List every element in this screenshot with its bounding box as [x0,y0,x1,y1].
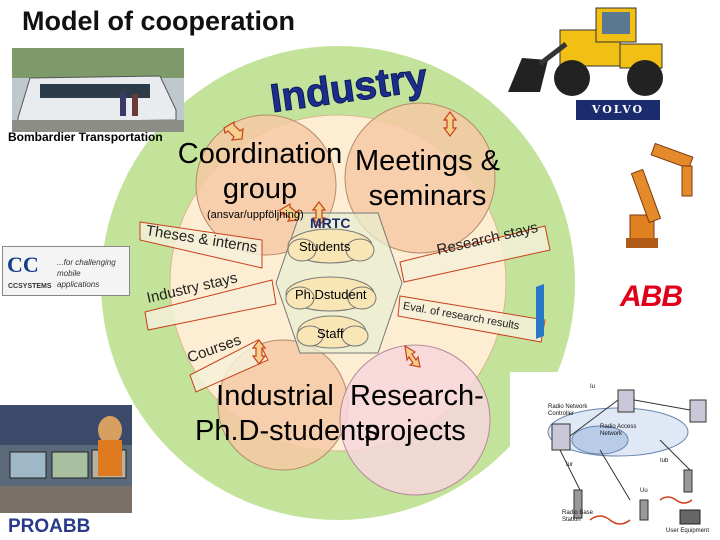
uu-label: Uu [640,488,648,494]
ran-label: Radio Access Network [600,424,637,437]
eval-arrow [397,295,546,343]
rnc-label: Radio Network Controller [548,404,588,417]
research-line1: Research- [350,380,484,412]
phd-student-label: Ph.Dstudent [295,287,367,302]
iur-label: Iur [566,462,574,468]
mrtc-label: MRTC [310,215,350,231]
rbs-label: Radio Base Station [562,510,594,523]
cc-systems-label: CCSYSTEMS [8,283,52,290]
ericsson-logo [536,284,544,339]
meetings-line2: seminars [368,180,487,212]
coordination-group-text: Coordination group [170,140,350,204]
iu-label: Iu [590,384,596,390]
phd-cloud [285,276,377,312]
abb-logo: ABB [620,280,683,313]
students-label: Students [299,239,351,254]
industry-stays-arrow [144,279,277,331]
research-projects-text: Research- projects [350,380,484,447]
cc-systems-logo-box [2,246,130,296]
courses-arrow [189,339,269,393]
double-arrows [223,111,458,368]
staff-cloud [296,315,369,349]
research-projects-bubble [339,344,491,496]
meetings-seminars-text: Meetings & seminars [350,147,505,211]
tram-photo [12,48,184,132]
wheel-loader-photo [500,2,666,98]
iub-label: Iub [660,458,669,464]
cc-logo-mark: CC [7,252,39,277]
control-room-photo [0,405,132,513]
industrial-phd-text: Industrial Ph.D-students [195,380,379,447]
students-cloud [287,228,375,264]
theses-arrow [139,221,263,269]
research-line2: projects [364,415,466,447]
coordination-line1: Coordination [177,138,343,170]
meetings-bubble [344,102,496,254]
staff-label: Staff [317,326,344,341]
industrial-line2: Ph.D-students [195,415,379,447]
coordination-sub-text: (ansvar/uppföljning) [207,209,304,221]
industrial-line1: Industrial [216,380,334,412]
meetings-line1: Meetings & [354,145,501,177]
robot-arm-photo [626,142,694,248]
bombardier-label: Bombardier Transportation [8,130,163,144]
cc-tagline: ...for challenging mobile applications [57,258,116,289]
coordination-line2: group [222,173,298,205]
proabb-logo: PROABB [8,516,91,537]
mobile-network-diagram [510,372,718,538]
page-title: Model of cooperation [22,6,295,36]
volvo-logo: VOLVO [576,100,660,120]
ue-label: User Equipment [666,528,710,534]
research-stays-arrow [399,225,551,283]
